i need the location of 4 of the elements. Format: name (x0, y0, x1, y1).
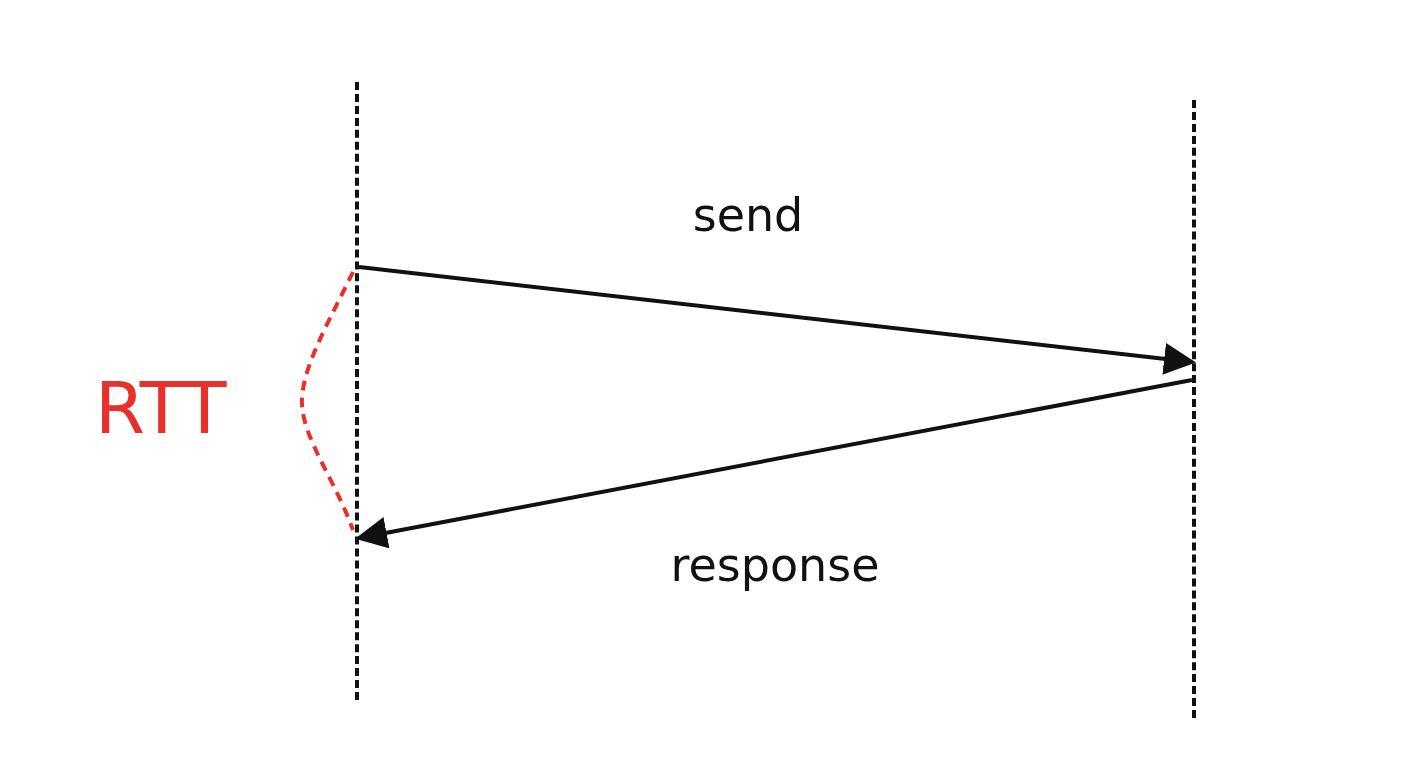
interval-label: RTT (95, 372, 227, 444)
arrow (358, 265, 1196, 375)
lifeline (355, 82, 359, 700)
lifeline (1192, 100, 1196, 718)
